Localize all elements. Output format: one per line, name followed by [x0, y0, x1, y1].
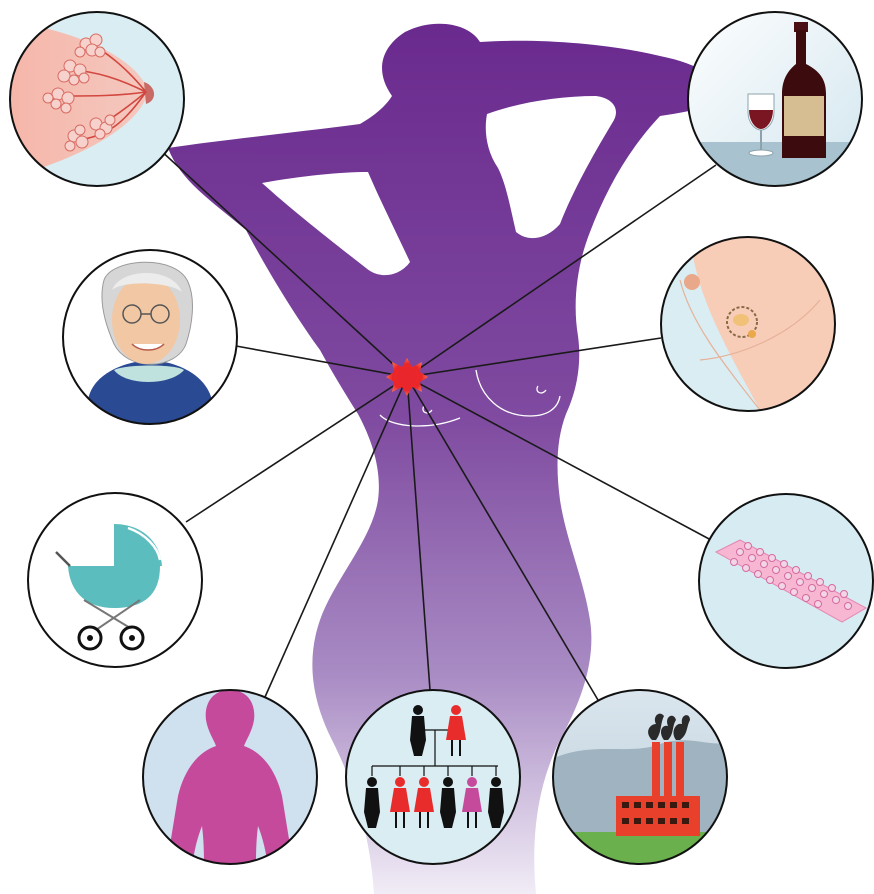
panel-childbirth: [26, 492, 206, 672]
panel-alcohol: [680, 0, 874, 202]
panel-age: [60, 250, 240, 430]
panel-contraceptive-pills: [696, 492, 874, 672]
panel-pollution: [550, 688, 730, 872]
panel-obesity: [140, 688, 320, 868]
panel-breast-tissue: [0, 0, 200, 200]
panel-breast-lump: [660, 236, 840, 416]
